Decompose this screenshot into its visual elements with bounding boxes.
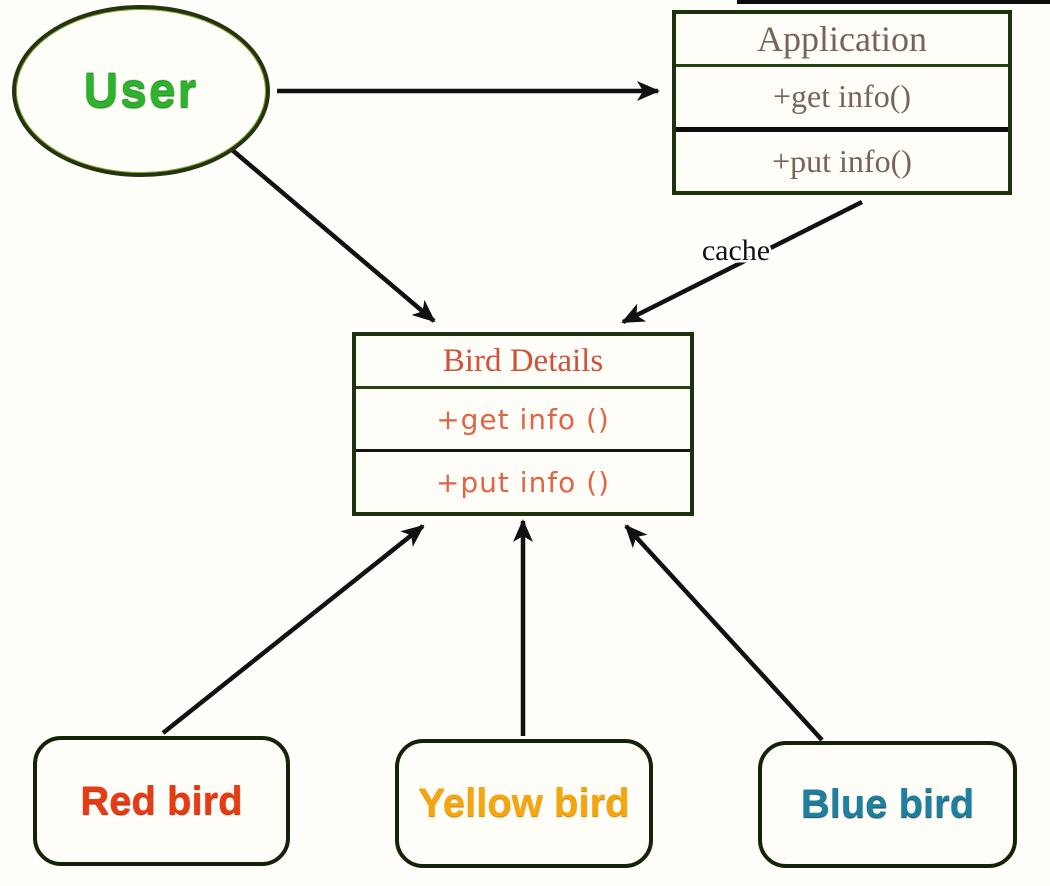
node-yellow-bird: Yellow bird (395, 739, 653, 868)
edge-blue_bird-to-bird_details (624, 524, 824, 742)
edge-user-to-bird_details (229, 147, 436, 323)
red-bird-label: Red bird (80, 778, 243, 823)
bird-details-method-get-info: +get info () (356, 389, 690, 452)
node-red-bird: Red bird (33, 736, 290, 866)
node-application: Application +get info() +put info() (672, 10, 1012, 195)
edge-red_bird-to-bird_details (161, 524, 425, 735)
node-bird-details: Bird Details +get info () +put info () (352, 332, 694, 516)
node-blue-bird: Blue bird (758, 741, 1017, 868)
sketch-stroke (737, 0, 1050, 4)
application-method-get-info: +get info() (676, 67, 1008, 132)
edge-application-to-bird_details (621, 199, 864, 325)
yellow-bird-label: Yellow bird (418, 781, 630, 825)
user-label: User (83, 64, 199, 118)
blue-bird-label: Blue bird (800, 782, 975, 826)
edge-label-cache: cache (702, 234, 770, 267)
node-user: User (12, 5, 270, 177)
application-method-put-info: +put info() (772, 142, 912, 179)
bird-details-method-put-info: +put info () (435, 465, 611, 499)
bird-details-title: Bird Details (356, 336, 690, 389)
application-title: Application (676, 14, 1008, 67)
edge-group: cache (161, 81, 864, 742)
